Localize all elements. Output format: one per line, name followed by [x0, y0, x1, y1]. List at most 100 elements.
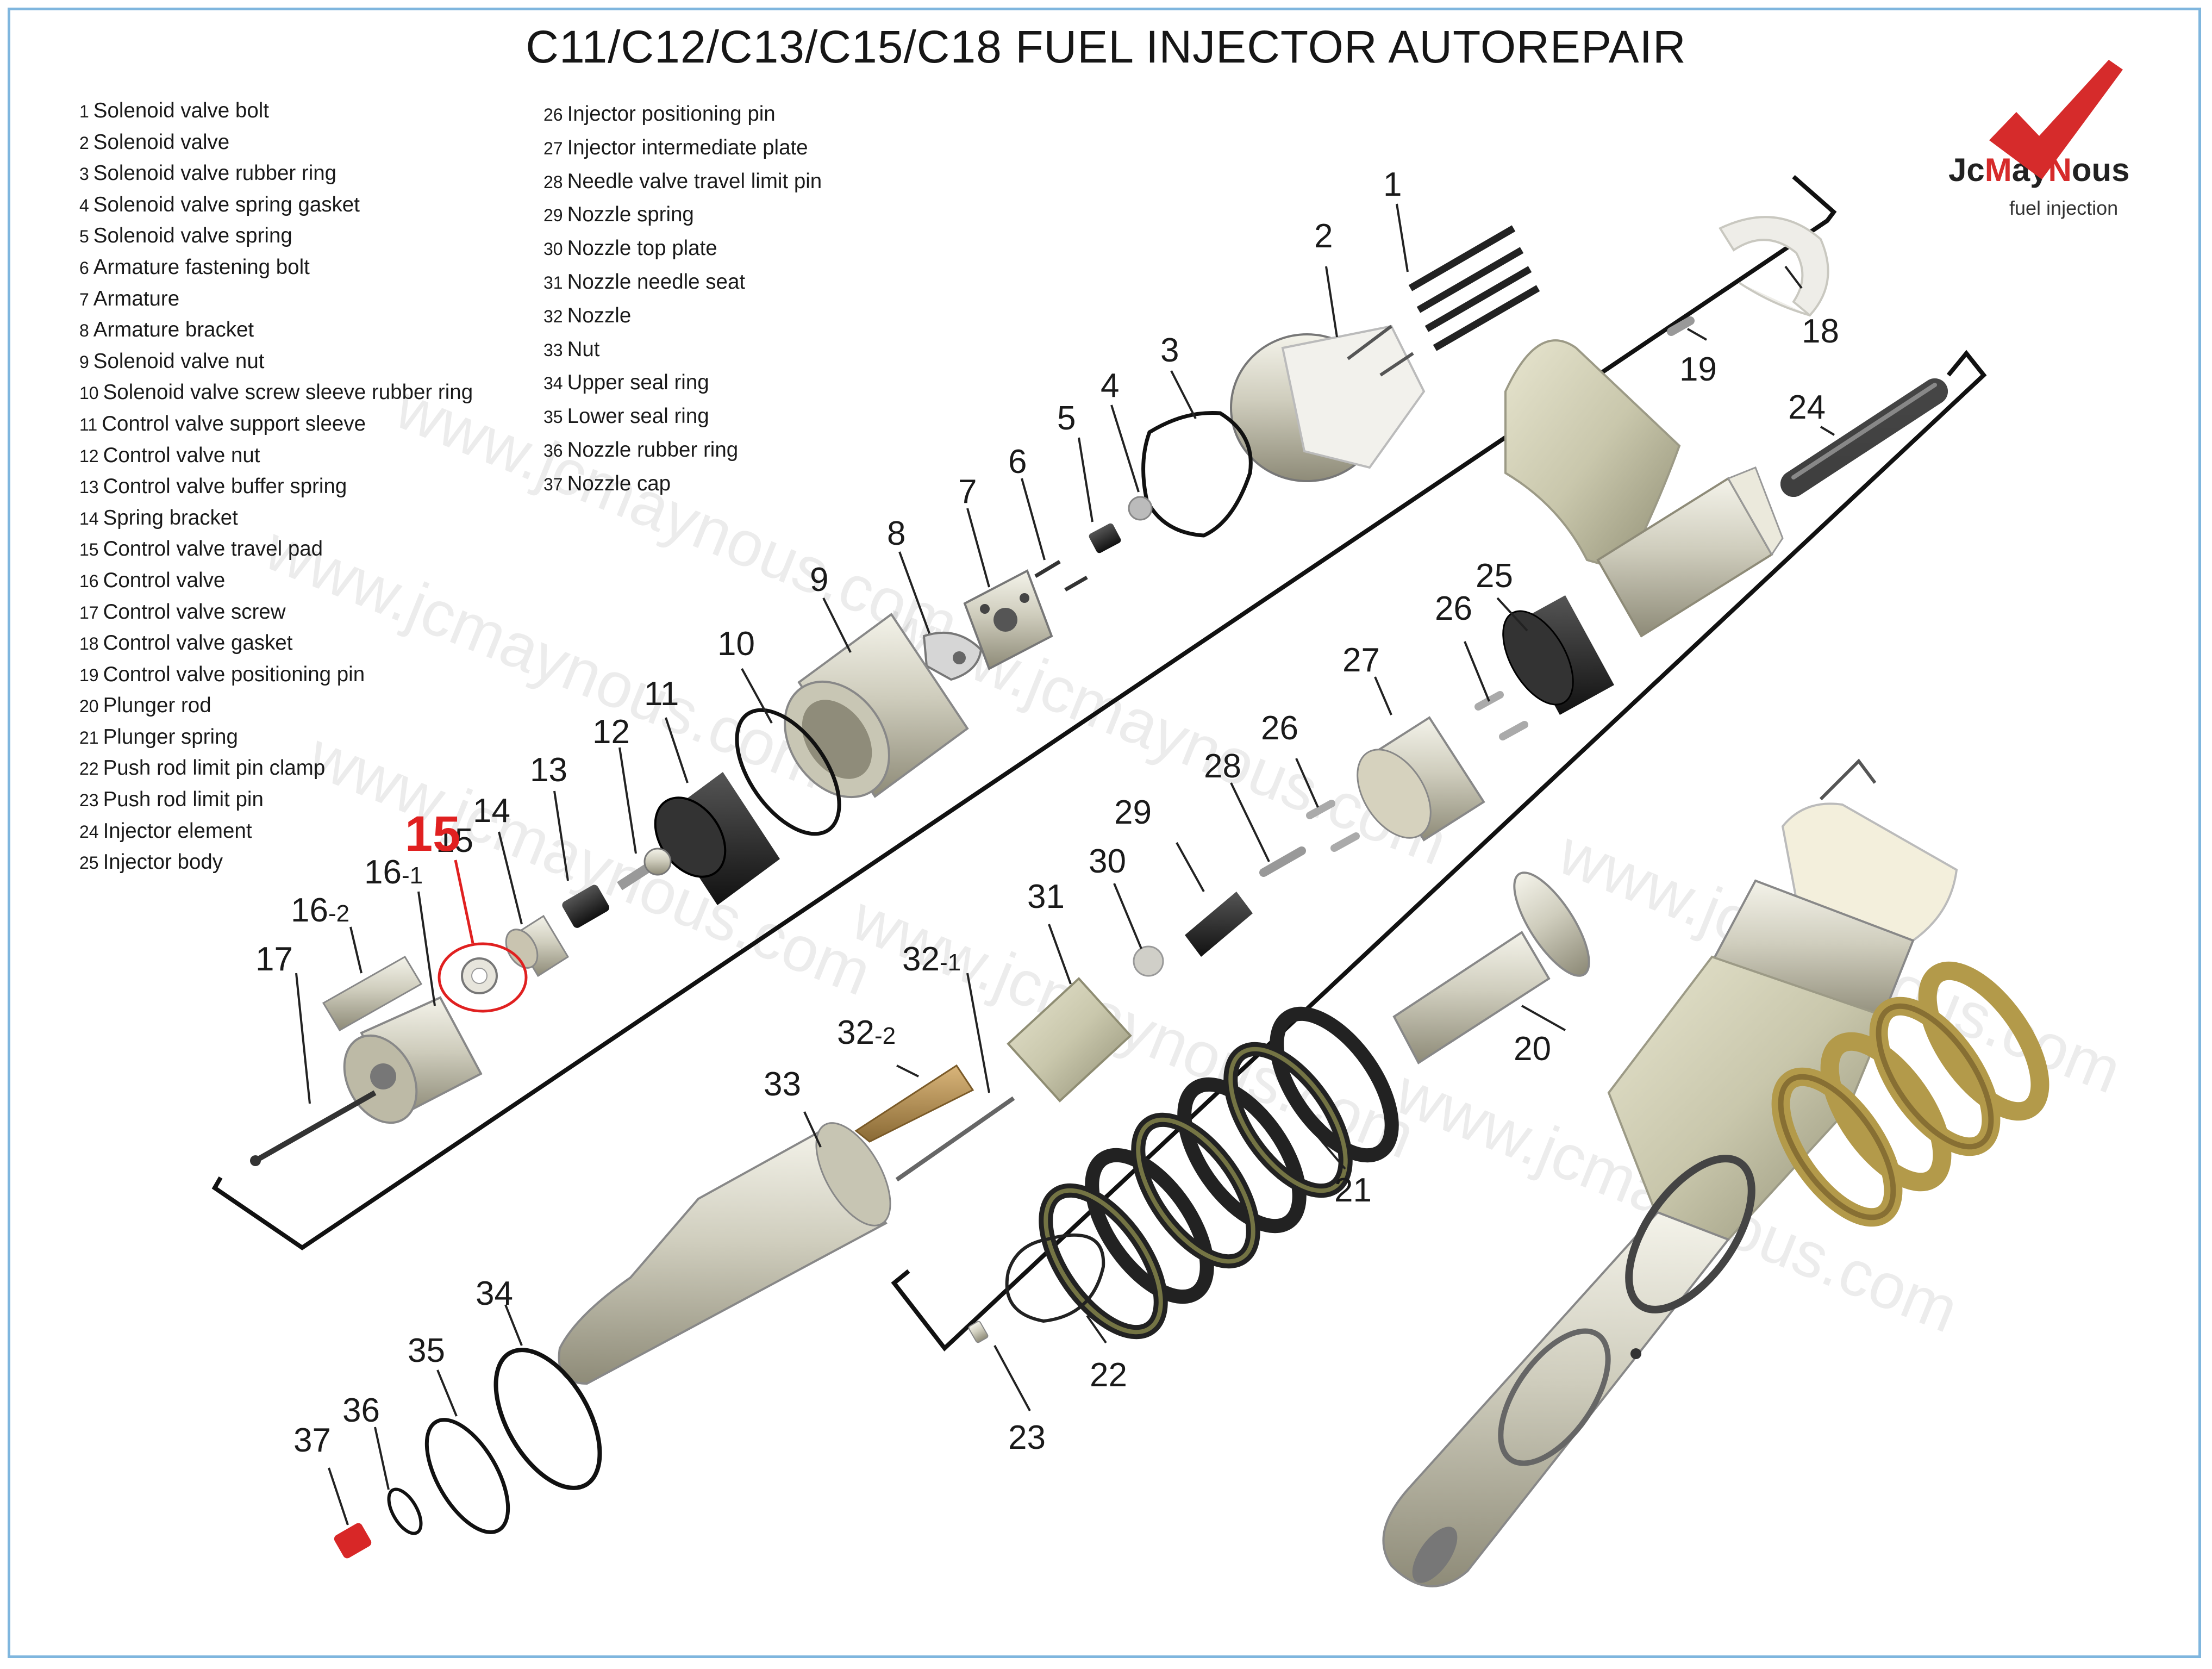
legend-item-label: Lower seal ring [567, 404, 709, 428]
legend-item-label: Solenoid valve screw sleeve rubber ring [103, 381, 473, 404]
nozzle-body [854, 1064, 974, 1143]
legend-item-label: Control valve nut [103, 443, 260, 467]
spring-gasket [1128, 496, 1153, 521]
armature [963, 569, 1053, 670]
legend-item-label: Armature [93, 287, 180, 310]
legend-item-number: 22 [79, 759, 99, 779]
callout-18: 18 [1802, 313, 1839, 350]
legend-item-label: Plunger spring [103, 725, 238, 749]
legend-item-label: Solenoid valve [93, 130, 230, 154]
legend-item-number: 11 [79, 414, 98, 434]
legend-item-number: 19 [79, 665, 99, 685]
legend-item-number: 1 [79, 102, 89, 121]
legend-item-label: Nut [567, 337, 600, 361]
lower-seal-ring [424, 1418, 510, 1534]
legend-item-label: Solenoid valve spring gasket [93, 192, 360, 216]
callout-10: 10 [717, 625, 755, 663]
control-valve-gasket [1719, 216, 1829, 317]
solenoid-rubber-ring [1141, 410, 1253, 538]
legend-item-number: 12 [79, 446, 99, 466]
legend-item-number: 35 [543, 407, 563, 427]
nozzle-needle-seat [1007, 977, 1132, 1103]
solenoid-valve-bolts [1408, 225, 1540, 351]
callout-16-1: 16-1 [364, 854, 423, 891]
callout-30: 30 [1089, 843, 1126, 880]
callout-4: 4 [1101, 367, 1119, 404]
injector-nut [558, 1122, 891, 1385]
travel-pad-highlight [438, 860, 528, 1013]
legend-item-label: Injector intermediate plate [567, 135, 808, 159]
positioning-pin [1667, 316, 1695, 336]
legend-item-number: 20 [79, 696, 99, 717]
callout-24: 24 [1788, 389, 1826, 426]
callout-6: 6 [1008, 443, 1027, 481]
callout-23: 23 [1008, 1419, 1046, 1456]
legend-item-number: 7 [79, 289, 89, 309]
brand-tagline: fuel injection [2009, 197, 2119, 219]
diagram-title: C11/C12/C13/C15/C18 FUEL INJECTOR AUTORE… [526, 21, 1686, 72]
legend-item-label: Armature fastening bolt [93, 255, 310, 279]
legend-item-number: 27 [543, 138, 563, 158]
legend-item-label: Armature bracket [93, 318, 254, 342]
upper-seal-ring [493, 1348, 602, 1490]
buffer-spring [562, 885, 609, 928]
upper-assembly-bracket [211, 175, 1837, 1250]
legend-item-number: 13 [79, 477, 99, 497]
callout-5: 5 [1057, 400, 1076, 437]
armature-bracket [922, 631, 983, 681]
legend-item-number: 26 [543, 105, 563, 124]
screw-sleeve-rubber-ring [735, 708, 841, 836]
legend-item-number: 5 [79, 227, 89, 247]
callout-17: 17 [255, 941, 293, 978]
callout-2: 2 [1314, 217, 1333, 255]
callout-3: 3 [1160, 332, 1179, 369]
limit-pin [968, 1321, 989, 1343]
legend-item-number: 8 [79, 321, 89, 341]
legend-item-label: Nozzle rubber ring [567, 438, 739, 462]
callout-28: 28 [1204, 748, 1241, 785]
legend-item-number: 10 [79, 383, 99, 403]
legend-item-label: Control valve screw [103, 600, 286, 624]
control-valve-support-sleeve [654, 772, 780, 905]
solenoid-valve [1230, 325, 1426, 482]
callout-22: 22 [1090, 1356, 1127, 1394]
legend-item-label: Solenoid valve nut [93, 349, 265, 373]
callout-37: 37 [293, 1422, 331, 1459]
callout-13: 13 [530, 751, 567, 789]
callout-14: 14 [473, 792, 510, 830]
legend-item-number: 29 [543, 205, 563, 226]
legend-item-number: 31 [543, 272, 563, 292]
legend-item-label: Control valve [103, 568, 226, 592]
legend-item-label: Nozzle needle seat [567, 270, 746, 294]
legend-item-label: Nozzle spring [567, 203, 694, 227]
callout-25: 25 [1476, 557, 1513, 595]
legend-item-number: 33 [543, 340, 563, 360]
legend-item-number: 16 [79, 571, 99, 591]
callout-20: 20 [1514, 1030, 1551, 1068]
callout-16-2: 16-2 [291, 892, 349, 929]
